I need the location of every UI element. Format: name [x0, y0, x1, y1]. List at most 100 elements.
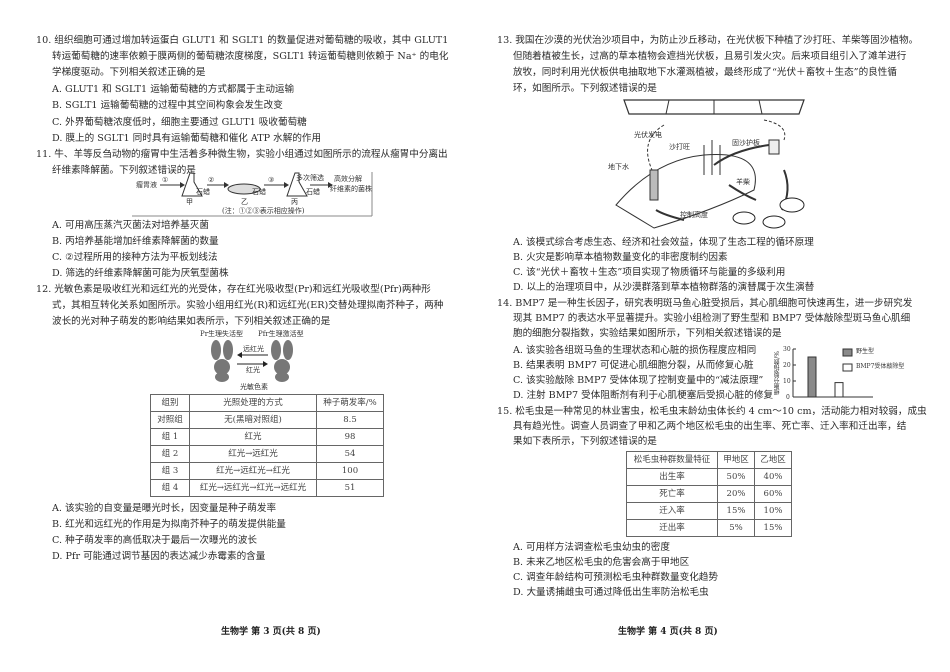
q13-stem-line: 但随着植被生长，过高的草本植物会遮挡光伏板，且易引发火灾。后来项目组引入了滩羊进…	[513, 51, 907, 62]
q11-label-step1: ①	[162, 176, 169, 184]
q12-stem-line: 波长的光对种子萌发的影响结果如表所示，下列相关叙述正确的是	[52, 316, 331, 327]
q11-label-screen: 多次筛选	[296, 174, 324, 182]
q12-label-pfr: Pfr生理激活型	[258, 330, 304, 338]
table-cell: 54	[316, 445, 384, 463]
table-cell: 红光→远红光	[189, 445, 317, 463]
table-header: 组别	[150, 394, 190, 412]
q15-option-c: C. 调查年龄结构可预测松毛虫种群数量变化趋势	[513, 572, 718, 583]
table-header: 种子萌发率/%	[316, 394, 384, 412]
q14-option-b: B. 结果表明 BMP7 可促进心肌细胞分裂，从而修复心脏	[513, 360, 754, 371]
q14-stem-line: 胞的细胞分裂指数，实验结果如图所示，下列相关叙述错误的是	[513, 328, 782, 339]
table-header: 光照处理的方式	[189, 394, 317, 412]
q12-option-b: B. 红光和远红光的作用是为拟南芥种子的萌发提供能量	[52, 519, 286, 530]
q15-stem-line: 果如下表所示，下列叙述错误的是	[513, 436, 657, 447]
q11-label-wax: 石蜡	[306, 188, 320, 196]
q11-option-a: A. 可用高压蒸汽灭菌法对培养基灭菌	[52, 220, 209, 231]
q11-stem-line: 纤维素降解菌。下列叙述错误的是	[52, 165, 196, 176]
q10-stem-line: 10. 组织细胞可通过增加转运蛋白 GLUT1 和 SGLT1 的数量促进对葡萄…	[36, 35, 449, 46]
q11-option-c: C. ②过程所用的接种方法为平板划线法	[52, 252, 218, 263]
table-cell: 红光→远红光→红光	[189, 462, 317, 480]
chart-y-tick: 20	[783, 362, 791, 369]
table-cell: 组 1	[150, 428, 190, 446]
table-cell: 50%	[717, 468, 755, 486]
table-cell: 15%	[754, 519, 792, 537]
q13-label-control: 控制高度	[680, 211, 708, 219]
q13-stem-line: 13. 我国在沙漠的光伏治沙项目中，为防止沙丘移动，在光伏板下种植了沙打旺、羊柴…	[497, 35, 919, 46]
q14-stem-line: 14. BMP7 是一种生长因子，研究表明斑马鱼心脏受损后，其心肌细胞可快速再生…	[497, 298, 913, 309]
table-cell: 死亡率	[626, 485, 718, 503]
chart-y-tick: 10	[783, 378, 791, 385]
q11-label-wax: 石蜡	[196, 188, 210, 196]
q15-option-b: B. 未来乙地区松毛虫的危害会高于甲地区	[513, 557, 690, 568]
q11-label-yi: 乙	[241, 198, 248, 206]
table-cell: 100	[316, 462, 384, 480]
legend-label-wild-type: 野生型	[856, 348, 875, 355]
q14-stem-line: 现其 BMP7 的表达水平显著提升。实验小组检测了野生型和 BMP7 受体敲除型…	[513, 313, 911, 324]
q12-stem-line: 式，其相互转化关系如图所示。实验小组用红光(R)和远红光(ER)交替处理拟南芥种…	[52, 300, 444, 311]
q13-option-a: A. 该模式综合考虑生态、经济和社会效益，体现了生态工程的循环原理	[513, 237, 814, 248]
table-cell: 无(黑暗对照组)	[189, 411, 317, 429]
footer-page-right: 生物学 第 4 页(共 8 页)	[618, 627, 718, 637]
table-cell: 组 4	[150, 479, 190, 497]
q12-label-pr: Pr生理失活型	[200, 330, 244, 338]
table-cell: 对照组	[150, 411, 190, 429]
chart-bar-wild-type	[807, 356, 817, 398]
legend-label-knockout: BMP7受体敲除型	[856, 363, 905, 370]
q15-stem-line: 15. 松毛虫是一种常见的林业害虫，松毛虫末龄幼虫体长约 4 cm～10 cm，…	[497, 406, 927, 417]
table-cell: 40%	[754, 468, 792, 486]
q13-label-board: 固沙护板	[732, 139, 760, 147]
q12-figure-caption: 光敏色素	[240, 383, 268, 391]
q11-label-result: 高效分解	[334, 175, 362, 183]
q15-stem-line: 具有趋光性。调查人员调查了甲和乙两个地区松毛虫的出生率、死亡率、迁入率和迁出率，…	[513, 421, 907, 432]
table-header-row: 松毛虫种群数量特征 甲地区 乙地区	[626, 451, 792, 469]
q13-label-pv: 光伏发电	[634, 131, 662, 139]
q11-label-step2: ②	[208, 176, 215, 184]
table-cell: 红光→远红光→红光→远红光	[189, 479, 317, 497]
table-cell: 组 3	[150, 462, 190, 480]
q13-label-plant1: 沙打旺	[669, 143, 690, 151]
q10-option-a: A. GLUT1 和 SGLT1 运输葡萄糖的方式都属于主动运输	[52, 84, 295, 95]
q11-stem-line: 11. 牛、羊等反刍动物的瘤胃中生活着多种微生物，实验小组通过如图所示的流程从瘤…	[36, 149, 448, 160]
q10-stem-line: 学梯度驱动。下列相关叙述正确的是	[52, 67, 206, 78]
q13-figure-shapes	[615, 99, 805, 229]
table-cell: 出生率	[626, 468, 718, 486]
chart-y-axis-label: 细胞分裂指数/%	[774, 351, 781, 395]
q12-option-d: D. Pfr 可能通过调节基因的表达减少赤霉素的含量	[52, 551, 266, 562]
q12-option-a: A. 该实验的自变量是曝光时长，因变量是种子萌发率	[52, 503, 277, 514]
legend-swatch-knockout	[842, 363, 853, 372]
q13-option-d: D. 以上的治理项目中，从沙漠群落到草本植物群落的演替属于次生演替	[513, 282, 815, 293]
legend-swatch-wild-type	[842, 348, 853, 357]
q14-option-c: C. 该实验敲除 BMP7 受体体现了控制变量中的“减法原理”	[513, 375, 764, 386]
chart-y-tick: 0	[786, 394, 790, 401]
table-cell: 红光	[189, 428, 317, 446]
chart-bar-knockout	[834, 382, 844, 398]
q14-option-d: D. 注射 BMP7 受体阻断剂有利于心肌梗塞后受损心脏的修复	[513, 390, 774, 401]
q11-label-result: 纤维素的菌株	[330, 185, 372, 193]
table-cell: 迁入率	[626, 502, 718, 520]
q11-label-wax: 石蜡	[252, 188, 266, 196]
q11-note: (注：①②③表示相应操作)	[222, 207, 305, 215]
footer-page-left: 生物学 第 3 页(共 8 页)	[221, 627, 321, 637]
q12-label-far-red: 远红光	[243, 345, 264, 353]
table-cell: 60%	[754, 485, 792, 503]
q12-phytochrome-shapes	[211, 340, 293, 382]
q13-option-b: B. 火灾是影响草本植物数量变化的非密度制约因素	[513, 252, 728, 263]
q10-stem-line: 转运葡萄糖的速率依赖于膜两侧的葡萄糖浓度梯度，SGLT1 转运葡萄糖则依赖于 N…	[52, 51, 449, 62]
table-header: 乙地区	[754, 451, 792, 469]
chart-y-tick: 30	[783, 346, 791, 353]
q15-option-a: A. 可用样方法调查松毛虫幼虫的密度	[513, 542, 670, 553]
table-row: 对照组无(黑暗对照组)8.5	[150, 411, 384, 429]
table-cell: 10%	[754, 502, 792, 520]
table-cell: 8.5	[316, 411, 384, 429]
table-header: 甲地区	[717, 451, 755, 469]
q12-label-red: 红光	[246, 366, 260, 374]
table-cell: 15%	[717, 502, 755, 520]
q15-option-d: D. 大量诱捕雌虫可通过降低出生率防治松毛虫	[513, 587, 709, 598]
